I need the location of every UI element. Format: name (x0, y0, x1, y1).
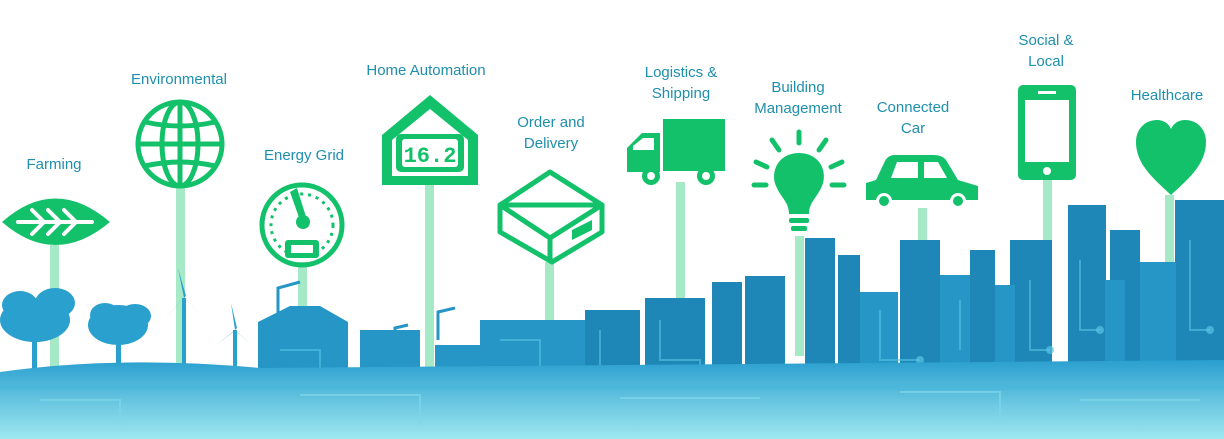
label-energy-grid: Energy Grid (263, 147, 345, 164)
ground (0, 360, 1224, 439)
label-order-delivery: Order and Delivery (517, 114, 585, 152)
car-icon (866, 155, 978, 209)
label-connected-car: Connected Car (876, 99, 950, 137)
house-display-icon: 16.2 (382, 95, 478, 185)
package-box-icon (497, 169, 605, 265)
label-logistics: Logistics & Shipping (644, 64, 718, 102)
meter-gauge-icon (259, 182, 345, 268)
stem-building (795, 236, 804, 356)
light-bulb-icon (751, 129, 847, 231)
truck-icon (627, 119, 725, 185)
leaf-icon (2, 198, 110, 245)
label-building: Building Management (754, 79, 842, 117)
countryside (0, 268, 252, 380)
heart-icon (1136, 120, 1206, 195)
smartphone-icon (1018, 85, 1076, 180)
home-display-value: 16.2 (404, 144, 457, 169)
label-environmental: Environmental (131, 71, 227, 88)
label-healthcare: Healthcare (1130, 87, 1204, 104)
stem-home-automation (425, 185, 434, 375)
label-social-local: Social & Local (1018, 32, 1074, 70)
globe-icon (135, 99, 225, 189)
stem-logistics (676, 182, 685, 362)
stem-order-delivery (545, 262, 554, 372)
label-farming: Farming (26, 156, 82, 173)
label-home-automation: Home Automation (366, 62, 486, 79)
